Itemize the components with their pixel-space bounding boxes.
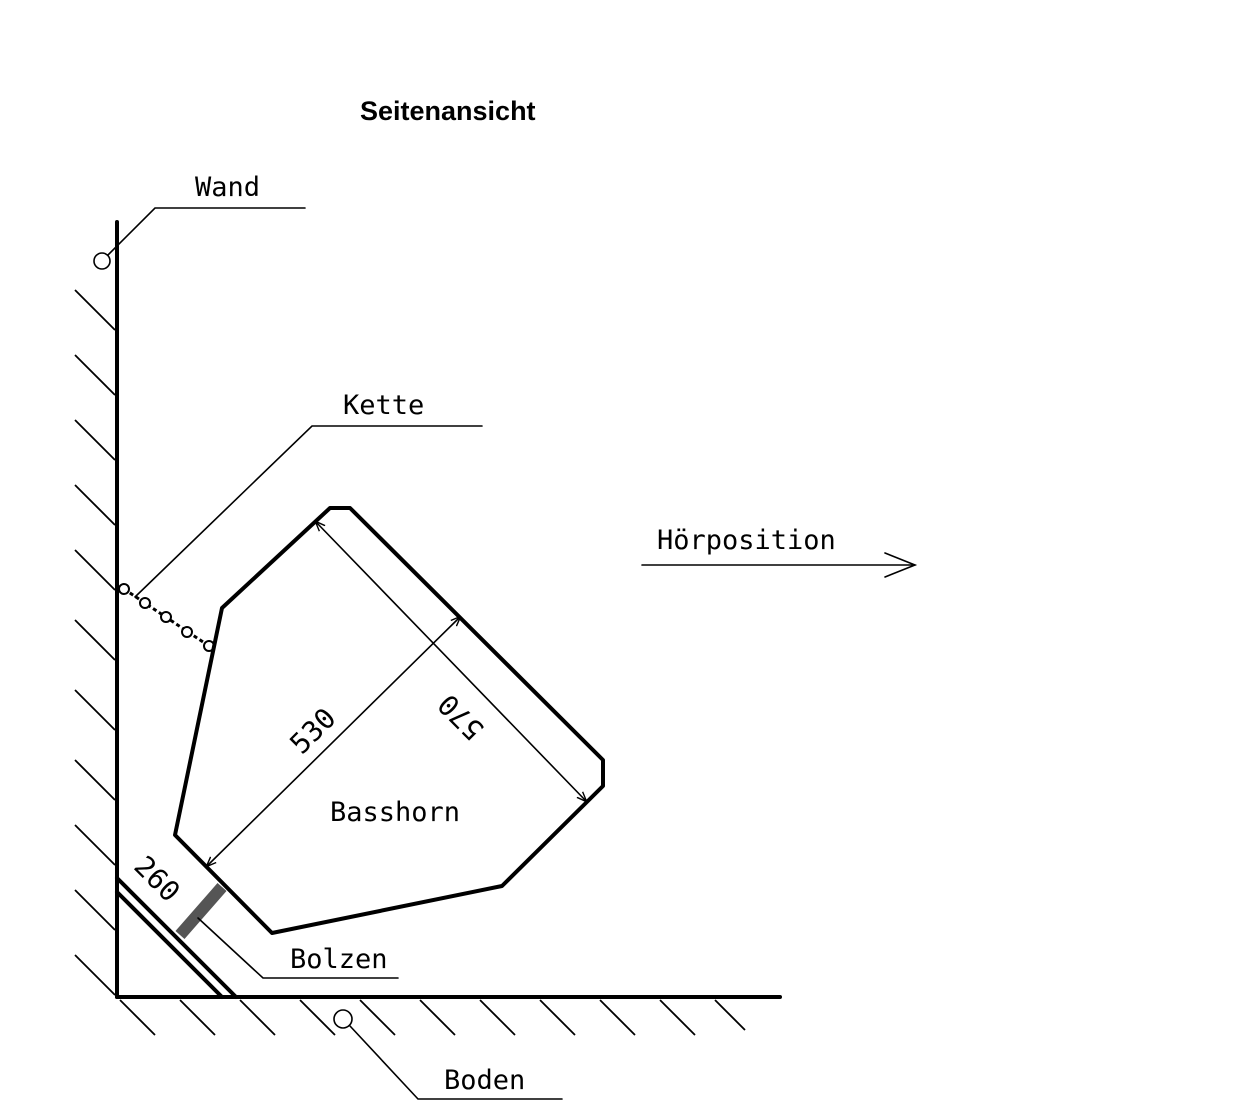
dimension-570: 570 (431, 688, 490, 747)
kette-label: Kette (343, 390, 424, 421)
view-title: Seitenansicht (360, 96, 536, 126)
arrow-right-icon (884, 552, 918, 578)
basshorn-body (173, 506, 605, 935)
dimension-line-530 (207, 617, 460, 866)
basshorn-label: Basshorn (330, 797, 460, 828)
bolzen-callout: Bolzen (197, 917, 399, 979)
wand-label: Wand (195, 172, 260, 203)
wand-callout: Wand (93, 172, 306, 270)
bolzen-label: Bolzen (290, 944, 388, 975)
hoerposition-label: Hörposition (657, 525, 836, 556)
kette-callout: Kette (134, 390, 483, 598)
dimension-line-570 (316, 522, 586, 801)
floor-hatching (119, 999, 746, 1036)
listening-position: Hörposition (641, 525, 918, 578)
mounting-plate (115, 876, 238, 999)
chain (118, 583, 215, 652)
boden-callout: Boden (333, 1009, 563, 1100)
boden-label: Boden (444, 1065, 525, 1096)
wall-hatching (74, 289, 116, 996)
dimension-530: 530 (283, 701, 342, 760)
bolt (175, 883, 227, 939)
